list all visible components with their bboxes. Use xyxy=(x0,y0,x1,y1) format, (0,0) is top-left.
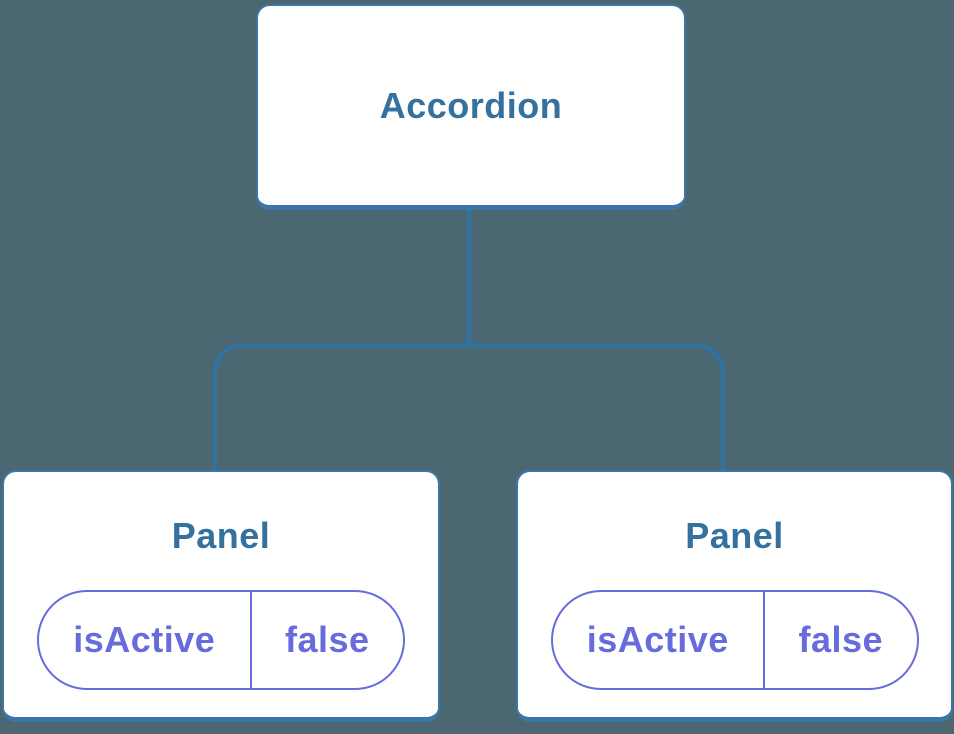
node-panel-2: Panel isActive false xyxy=(516,470,953,722)
panel-2-node-label: Panel xyxy=(685,515,784,556)
accordion-node-label: Accordion xyxy=(379,84,563,126)
panel-1-state-value: false xyxy=(284,619,370,660)
node-accordion: Accordion xyxy=(256,4,686,210)
panel-1-node-label: Panel xyxy=(171,515,271,556)
panel-1-state-name: isActive xyxy=(39,592,252,688)
panel-2-state-pill: isActive false xyxy=(550,590,919,690)
connector-branch xyxy=(213,343,725,470)
panel-2-state-name: isActive xyxy=(553,592,766,688)
panel-2-state-value: false xyxy=(798,619,884,660)
connector-stem xyxy=(467,210,471,347)
panel-1-state-pill: isActive false xyxy=(37,590,405,690)
node-panel-1: Panel isActive false xyxy=(2,470,440,722)
